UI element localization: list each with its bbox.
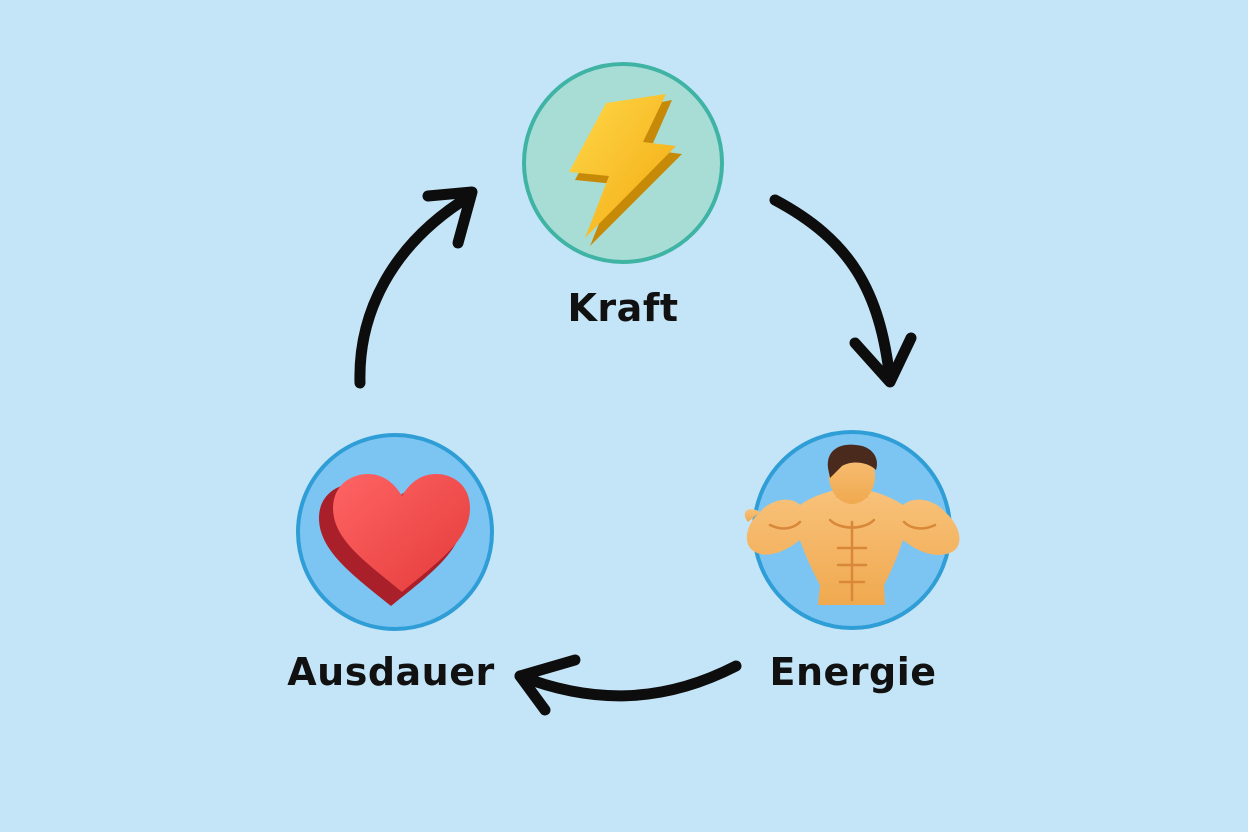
heart-icon <box>319 474 470 606</box>
arrow-kraft-to-energie <box>769 194 917 388</box>
node-label-ausdauer: Ausdauer <box>287 650 495 694</box>
arrowhead <box>422 186 478 249</box>
muscular-torso-icon <box>744 444 960 605</box>
node-kraft <box>522 62 724 264</box>
arrowhead <box>849 332 917 388</box>
lightning-bolt-icon <box>569 94 682 246</box>
arrow-energie-to-ausdauer <box>514 654 742 716</box>
arrowhead <box>514 654 581 716</box>
node-label-kraft: Kraft <box>567 286 679 330</box>
node-label-energie: Energie <box>769 650 937 694</box>
node-ausdauer <box>296 433 494 631</box>
arrow-ausdauer-to-kraft <box>354 186 478 389</box>
node-energie <box>744 430 960 630</box>
hair <box>827 444 878 478</box>
arrow-shaft <box>514 660 742 702</box>
arrow-shaft <box>769 194 896 386</box>
arrow-shaft <box>354 190 476 389</box>
